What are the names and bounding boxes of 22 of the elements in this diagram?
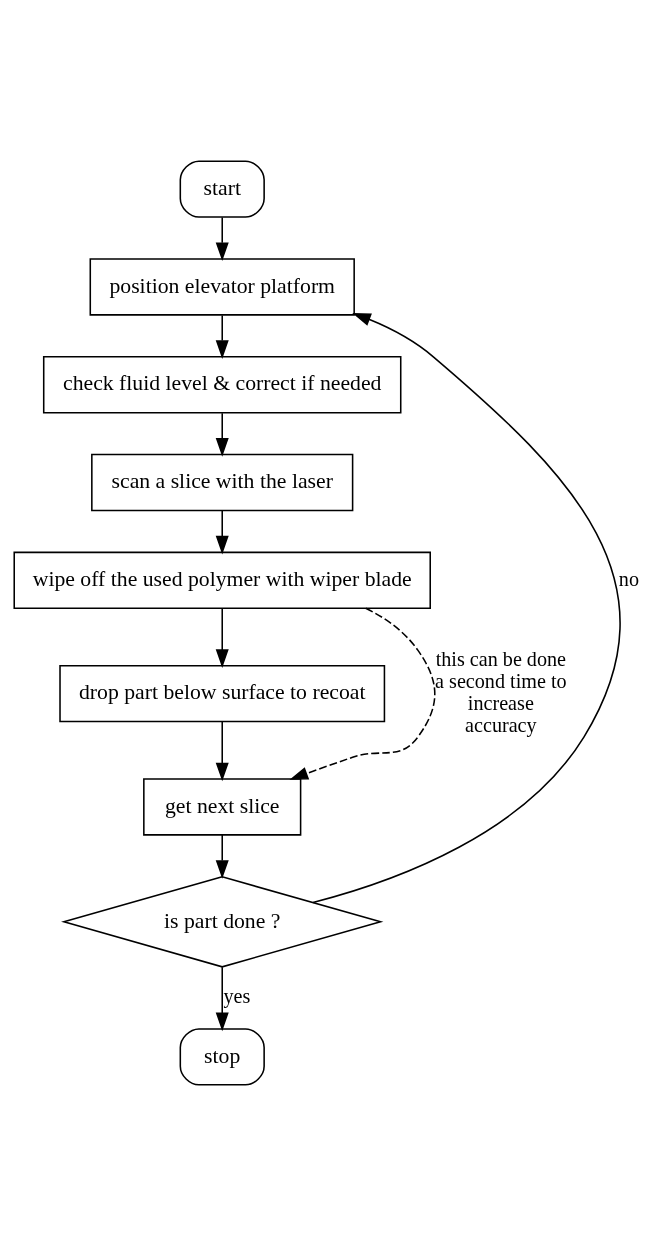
node-box: wipe off the used polymer with wiper blade <box>13 551 431 609</box>
arrow <box>215 411 229 457</box>
node-box: start <box>179 159 265 218</box>
arrow <box>215 966 229 1031</box>
node-diamond: is part done ? <box>61 875 384 968</box>
edge-label: yes <box>223 984 251 1007</box>
arrow <box>289 607 436 780</box>
edge-label: this can be done a second time to increase accuracy <box>435 647 567 735</box>
arrow <box>215 509 229 554</box>
arrow <box>312 312 621 903</box>
node-box: get next slice <box>143 777 302 836</box>
node-box: check fluid level & correct if needed <box>42 355 402 413</box>
node-box: drop part below surface to recoat <box>59 664 386 722</box>
node-box: stop <box>179 1027 265 1086</box>
edge-label: no <box>618 567 639 590</box>
node-box: position elevator platform <box>89 257 355 316</box>
arrow <box>215 314 229 359</box>
arrow <box>215 607 229 668</box>
arrow <box>215 833 229 879</box>
node-box: scan a slice with the laser <box>91 453 354 511</box>
arrow <box>215 720 229 781</box>
arrow <box>215 216 229 261</box>
